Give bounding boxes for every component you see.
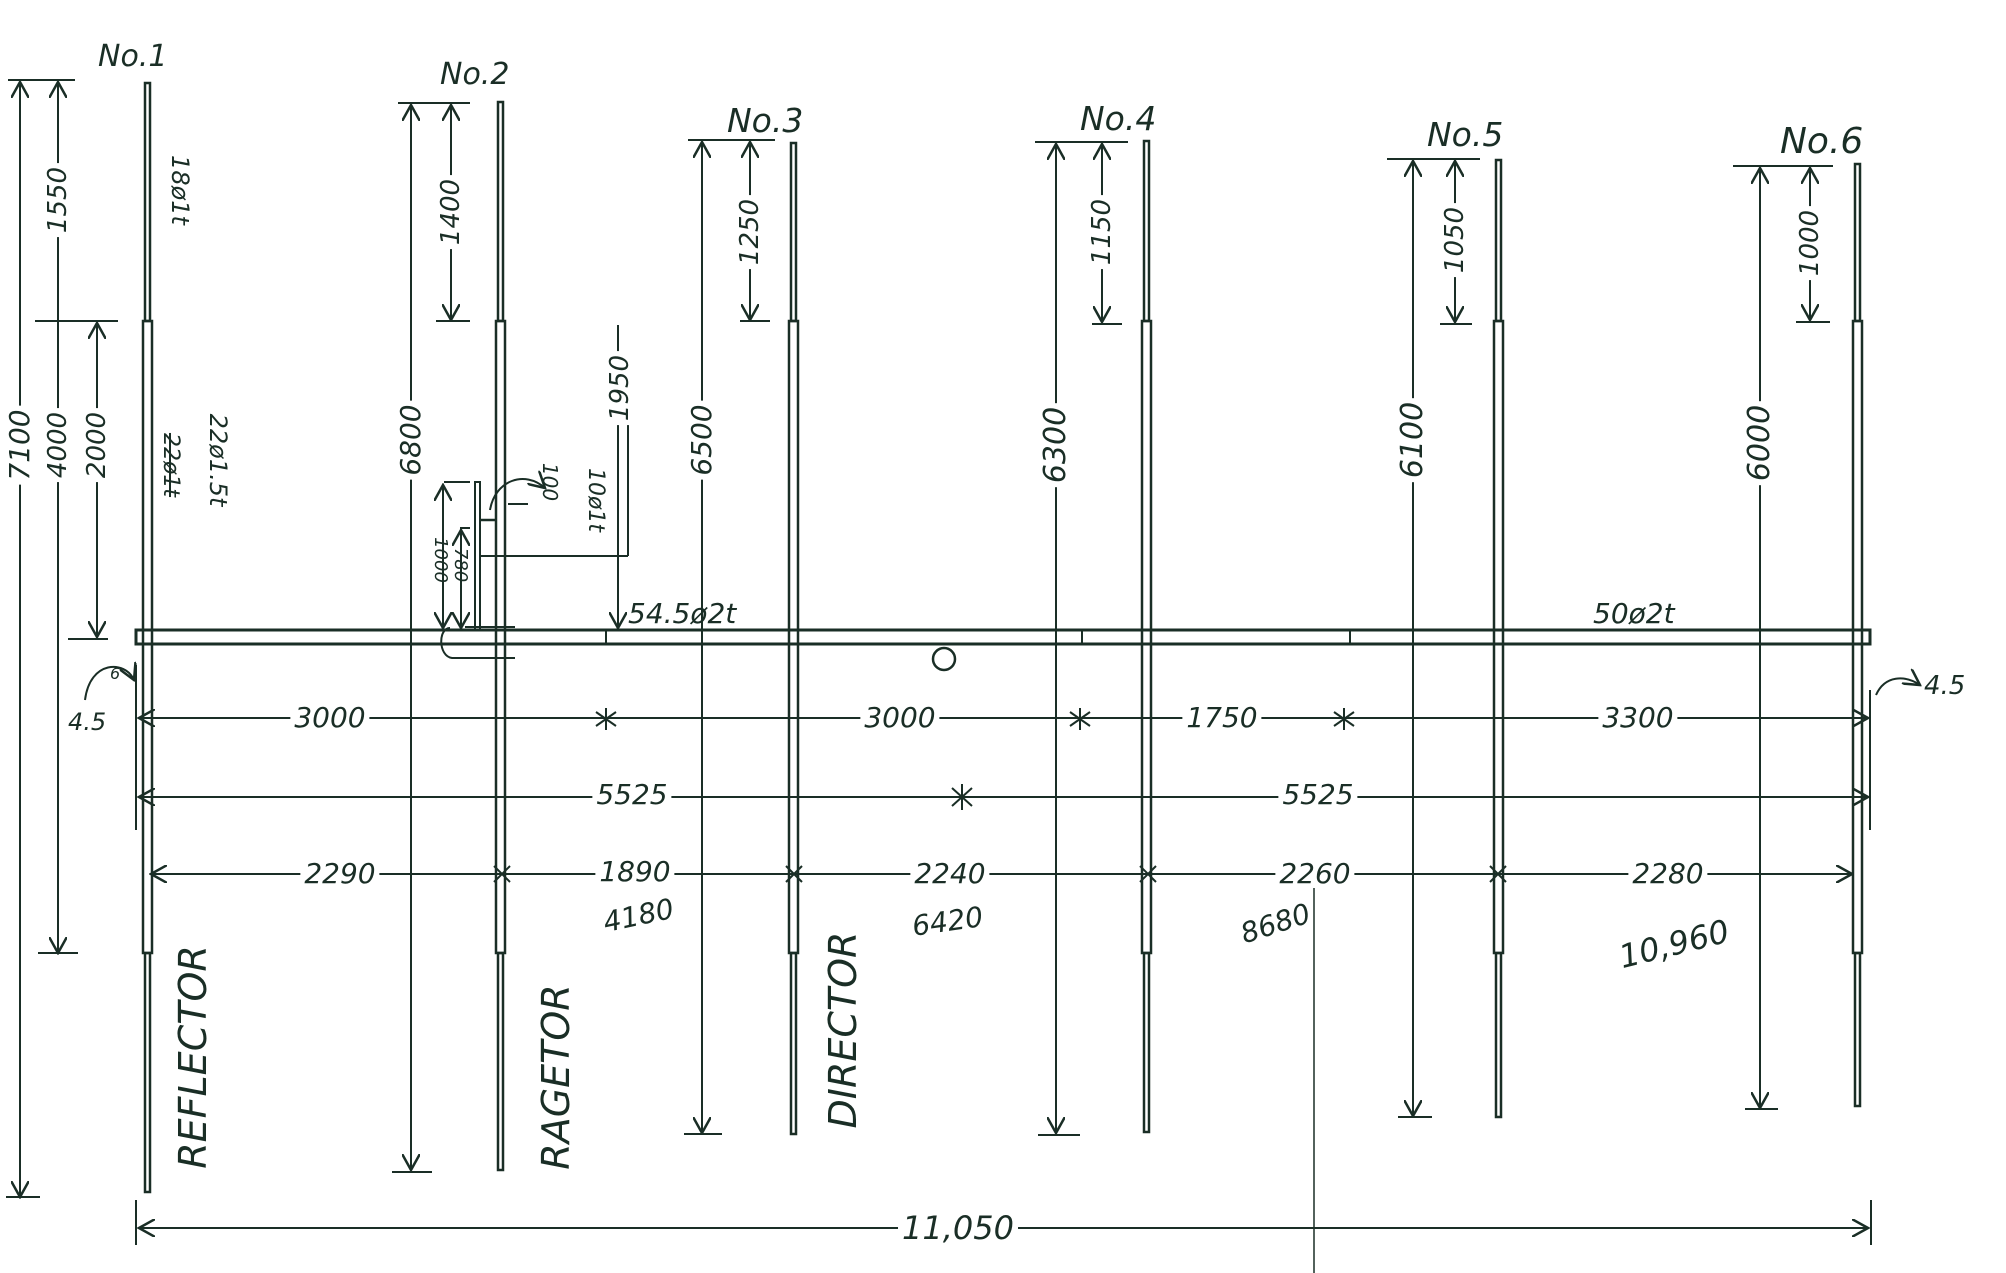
reflector-label: REFLECTOR	[171, 945, 215, 1169]
element-label-no5: No.5	[1427, 115, 1504, 154]
element-label-no3: No.3	[727, 101, 804, 140]
dim-total-no5: 6100	[1395, 397, 1430, 483]
dim-boom-section-3: 1750	[1182, 704, 1262, 732]
element-5	[1492, 158, 1505, 1119]
dim-half-no1: 4000	[43, 407, 73, 483]
dim-spacing-3: 2240	[910, 860, 990, 888]
feed-height-label: 1950	[605, 350, 635, 426]
boom-right-offset: 4.5	[1924, 671, 1966, 701]
dim-boom-section-4: 3300	[1598, 704, 1678, 732]
element-3	[787, 141, 800, 1136]
boom-left-offset: 4.5	[68, 708, 107, 736]
tube-spec-inner: 22ø1.5t	[204, 413, 232, 507]
element-label-no6: No.6	[1780, 121, 1864, 162]
dim-tip-no3: 1250	[735, 194, 765, 270]
feed-gap-label: 100	[538, 462, 562, 502]
dim-tip-no1: 1550	[43, 162, 73, 238]
element-6	[1851, 162, 1864, 1108]
dim-boom-section-2: 3000	[860, 704, 940, 732]
feed-rod-label: 10ø1t	[583, 467, 608, 533]
tube-spec-struck: 22ø1t	[158, 432, 183, 498]
element-1	[141, 81, 154, 1194]
dim-tip-no2: 1400	[436, 174, 466, 250]
dim-total-no3: 6500	[685, 400, 718, 480]
dim-half-right: 5525	[1278, 781, 1358, 809]
boom	[134, 628, 1872, 672]
feed-length-outer: 1000	[430, 537, 451, 583]
dim-total-no4: 6300	[1038, 402, 1073, 488]
element-4	[1140, 139, 1153, 1134]
gamma-match-feed	[441, 325, 629, 659]
element-label-no4: No.4	[1080, 99, 1157, 138]
boom-section-a-spec: 54.5ø2t	[628, 597, 737, 630]
mast-clamp-icon	[931, 646, 957, 672]
boom-section-b-spec: 50ø2t	[1593, 597, 1675, 630]
element-2	[494, 100, 507, 1172]
dim-total-no6: 6000	[1742, 400, 1777, 486]
element-label-no1: No.1	[98, 39, 168, 74]
dim-half-left: 5525	[592, 781, 672, 809]
dim-spacing-5: 2280	[1628, 860, 1708, 888]
dim-tip-no4: 1150	[1087, 194, 1117, 270]
dim-tip-no5: 1050	[1440, 202, 1470, 278]
director-label: DIRECTOR	[821, 931, 865, 1129]
radiator-label: RAGETOR	[534, 984, 578, 1170]
tube-spec-tip: 18ø1t	[166, 155, 194, 225]
boom-total-length: 11,050	[898, 1212, 1018, 1244]
element-dimension-lines	[6, 79, 1833, 1197]
dim-spacing-4: 2260	[1275, 860, 1355, 888]
spacing-dimension-lines	[84, 665, 1920, 1273]
dim-boom-section-1: 3000	[290, 704, 370, 732]
elements	[141, 81, 1864, 1194]
element-label-no2: No.2	[440, 57, 510, 92]
dim-inner-no1: 2000	[82, 407, 112, 483]
dim-spacing-1: 2290	[300, 860, 380, 888]
boom-left-offset-small: 6	[110, 664, 121, 683]
dim-total-no1: 7100	[3, 405, 36, 485]
dim-total-no2: 6800	[394, 400, 427, 480]
dim-tip-no6: 1000	[1795, 205, 1825, 281]
dim-spacing-2: 1890	[595, 858, 675, 886]
feed-length-inner: 780	[450, 547, 471, 583]
